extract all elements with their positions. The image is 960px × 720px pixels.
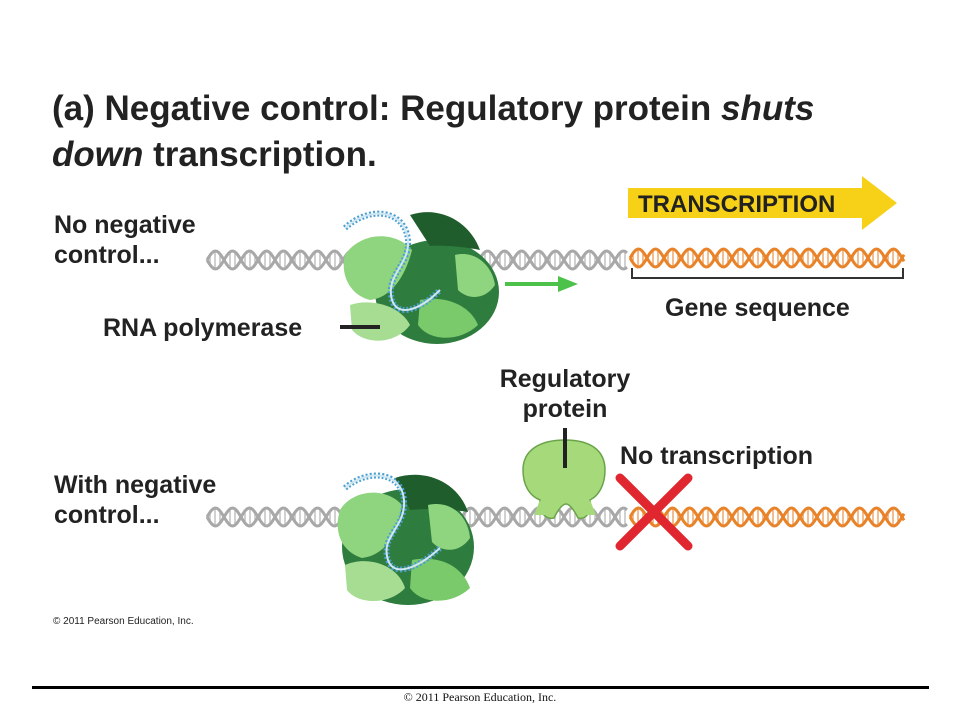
gene-sequence-bracket [631, 268, 904, 279]
rna-strand-bottom [343, 472, 443, 573]
footer-copyright: © 2011 Pearson Education, Inc. [403, 690, 557, 704]
title-part-3: shuts [720, 89, 815, 128]
rna-strand-top [342, 210, 443, 313]
rna-polymerase-bottom [337, 474, 474, 605]
with-negative-control-label: With negative control... [54, 471, 217, 529]
title-part-2: Regulatory protein [400, 89, 721, 128]
title-part-1: (a) Negative control: [52, 89, 401, 128]
rna-polymerase-top [343, 212, 499, 344]
title-part-4: down [52, 135, 144, 174]
regulatory-protein-label: Regulatory protein [499, 365, 631, 423]
gene-sequence-label: Gene sequence [665, 294, 850, 322]
copyright-small: © 2011 Pearson Education, Inc. [53, 616, 194, 627]
gene-strand-orange-bottom [628, 506, 906, 528]
green-direction-arrow [505, 276, 578, 292]
transcription-arrow: TRANSCRIPTION [628, 176, 897, 230]
no-transcription-label: No transcription [620, 442, 814, 470]
no-transcription-x-mark [615, 473, 693, 551]
gene-orange-bottom-backbone-2 [628, 506, 906, 528]
gene-orange-top-backbone-2 [628, 247, 906, 269]
gene-orange-bottom-backbone-1 [628, 506, 906, 528]
gene-strand-orange-top [628, 247, 906, 269]
title-part-5: transcription. [143, 135, 377, 174]
footer-divider [32, 686, 929, 689]
rna-bottom-ribbon-core [344, 474, 441, 571]
rna-polymerase-label: RNA polymerase [103, 314, 303, 342]
transcription-arrow-text: TRANSCRIPTION [638, 191, 835, 218]
regulatory-protein-shape [522, 439, 606, 520]
no-negative-control-label: No negative control... [54, 211, 196, 269]
rna-top-ribbon-core [344, 212, 441, 311]
gene-orange-top-backbone-1 [628, 247, 906, 269]
slide-title: (a) Negative control: Regulatory protein… [52, 86, 912, 178]
